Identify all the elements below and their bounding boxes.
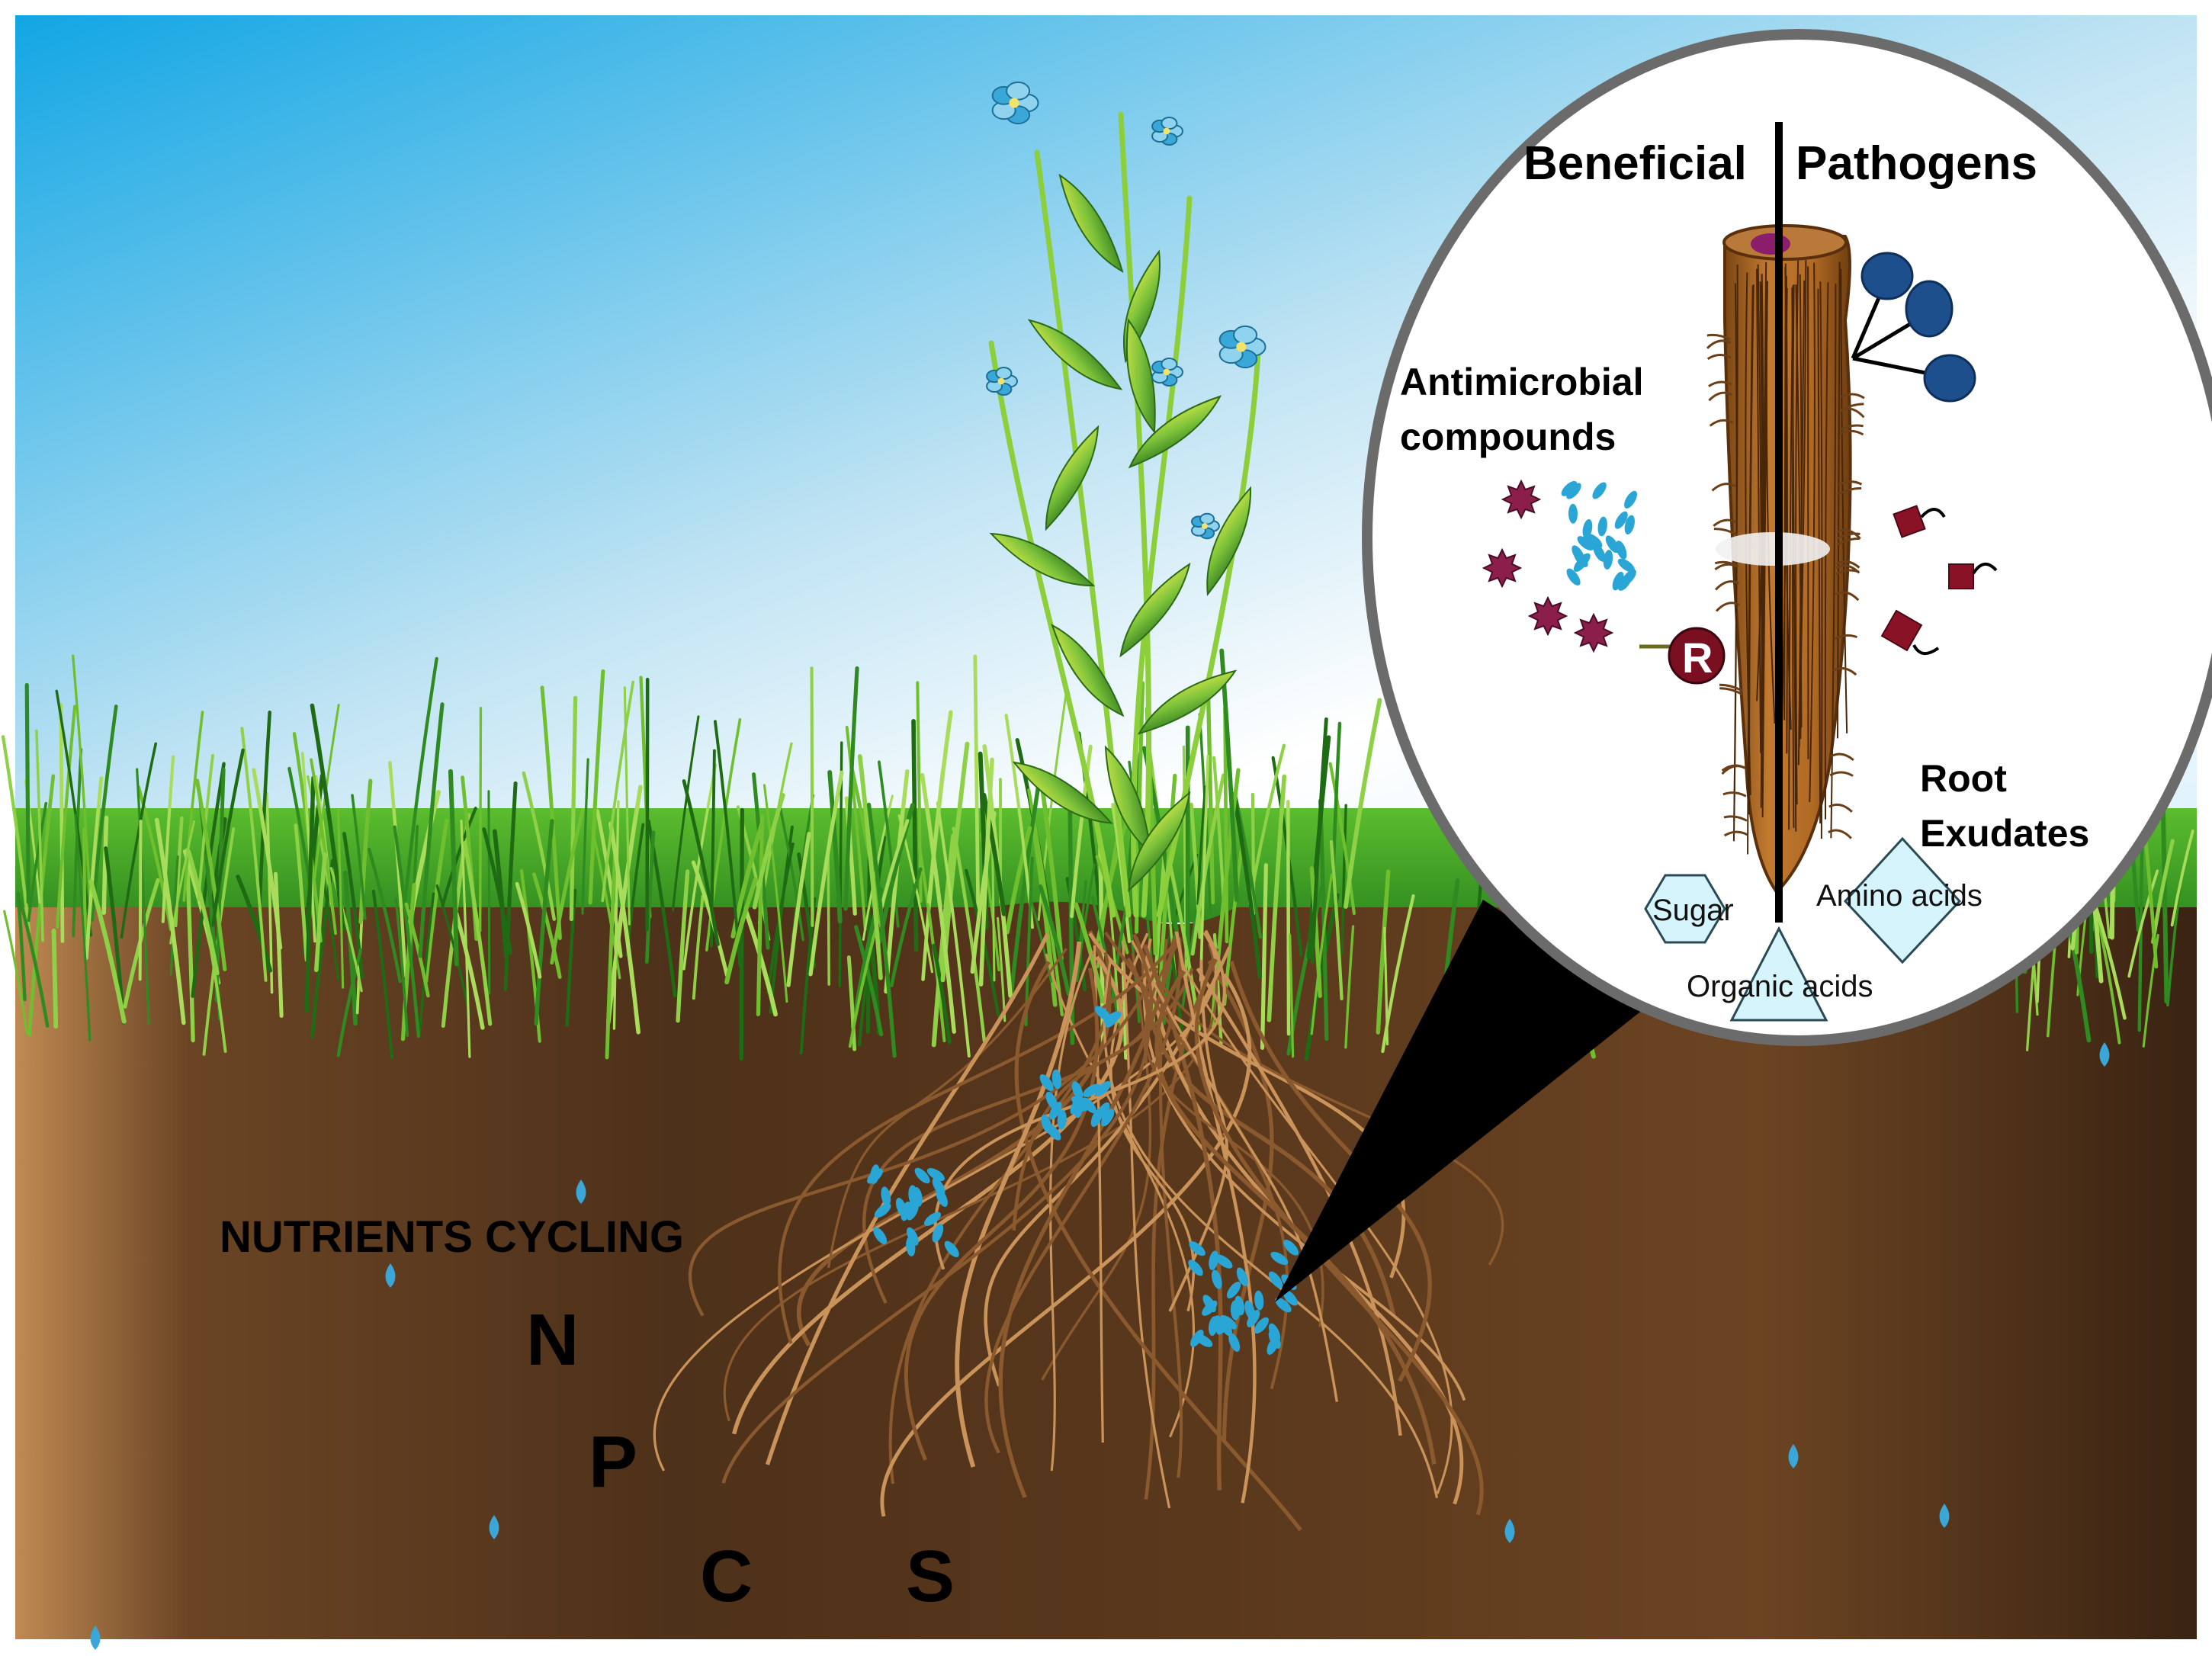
zoom-pointer xyxy=(1275,900,1647,1302)
flower-icon xyxy=(986,81,1267,540)
sugar-label: Sugar xyxy=(1652,894,1734,927)
antimicrobial-label-line2: compounds xyxy=(1400,416,1616,458)
diamond-icon xyxy=(1843,836,1962,964)
root-band xyxy=(1716,532,1830,566)
receptor-icon: R xyxy=(1639,627,1726,685)
root-cross-section xyxy=(1706,224,1865,895)
plant-icon xyxy=(988,111,1261,918)
root-exudates-line2: Exudates xyxy=(1920,812,2089,855)
element-n: N xyxy=(526,1299,579,1381)
hexagon-icon xyxy=(1644,874,1726,944)
microbe-icon xyxy=(1561,480,1637,591)
soil-layer xyxy=(15,901,2197,1639)
amino-acids-label: Amino acids xyxy=(1816,879,1982,913)
pathogen-effector-icon xyxy=(1880,505,1998,655)
element-p: P xyxy=(589,1421,637,1503)
receptor-letter: R xyxy=(1682,634,1713,682)
organic-acids-label: Organic acids xyxy=(1687,970,1873,1003)
beneficial-heading: Beneficial xyxy=(1523,137,1747,190)
water-drop-icon xyxy=(90,1042,2110,1650)
pathogen-cell-icon xyxy=(1851,252,1976,403)
root-exudates-line1: Root xyxy=(1920,757,2007,800)
element-c: C xyxy=(700,1536,753,1617)
microbe-icon xyxy=(867,1006,1299,1355)
pathogens-heading: Pathogens xyxy=(1796,137,2037,190)
star-molecule-icon xyxy=(1482,479,1614,653)
nutrients-cycling-title: NUTRIENTS CYCLING xyxy=(220,1212,684,1262)
antimicrobial-label-line1: Antimicrobial xyxy=(1400,361,1643,403)
root-system-icon xyxy=(653,929,1504,1532)
vascular-core xyxy=(1751,233,1790,255)
element-s: S xyxy=(906,1536,955,1617)
triangle-icon xyxy=(1729,926,1828,1022)
